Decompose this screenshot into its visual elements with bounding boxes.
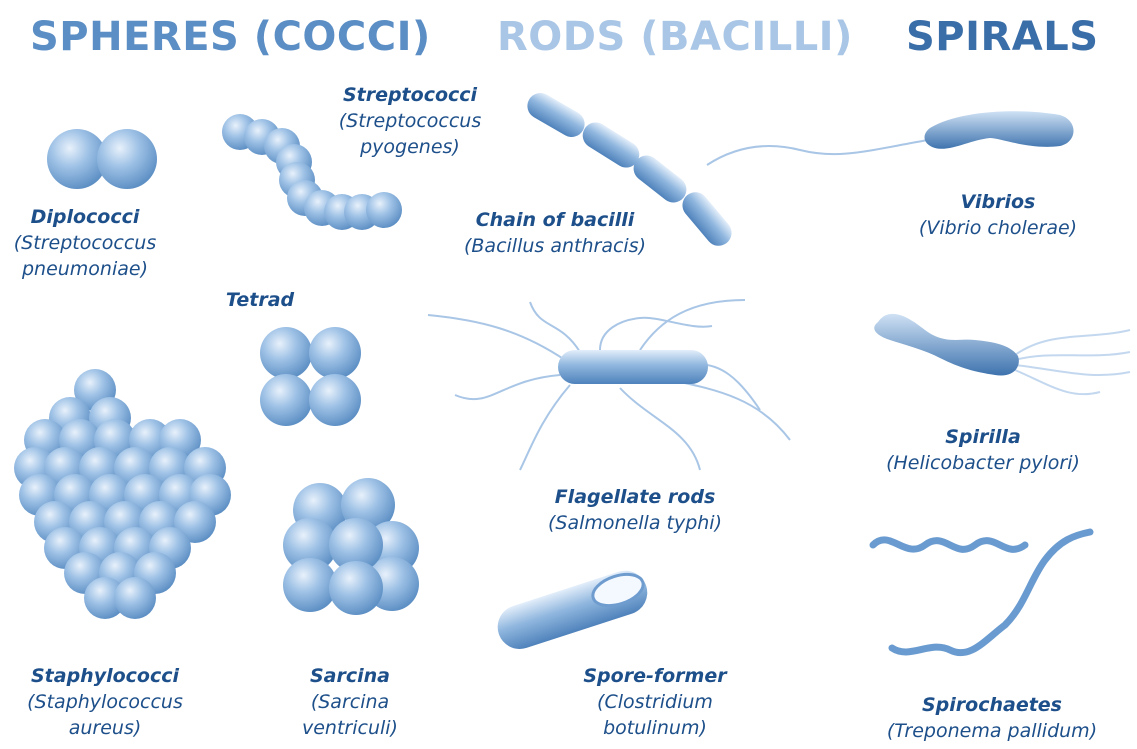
label-chain-of-bacilli-species: (Bacillus anthracis) bbox=[440, 233, 670, 259]
label-tetrad-name: Tetrad bbox=[220, 287, 300, 313]
label-streptococci-species-2: pyogenes) bbox=[330, 134, 490, 160]
label-chain-of-bacilli-name: Chain of bacilli bbox=[440, 207, 670, 233]
label-spore-former: Spore-former (Clostridium botulinum) bbox=[560, 663, 750, 741]
spirochaete-cells bbox=[873, 532, 1090, 653]
header-rods: RODS (BACILLI) bbox=[497, 14, 853, 60]
diplococci-cells bbox=[47, 129, 157, 189]
flagellate-rod bbox=[428, 300, 790, 470]
header-spheres: SPHERES (COCCI) bbox=[30, 14, 431, 60]
header-spirals: SPIRALS bbox=[906, 14, 1099, 60]
label-staphylococci-species: (Staphylococcus bbox=[10, 689, 200, 715]
label-sarcina-species-2: ventriculi) bbox=[280, 715, 420, 741]
vibrio-cell bbox=[707, 111, 1074, 165]
label-sarcina-name: Sarcina bbox=[280, 663, 420, 689]
label-tetrad: Tetrad bbox=[220, 287, 300, 313]
tetrad-cells bbox=[260, 327, 361, 426]
staphylococcus-cell bbox=[114, 577, 156, 619]
label-streptococci: Streptococci (Streptococcus pyogenes) bbox=[330, 82, 490, 160]
label-vibrios-name: Vibrios bbox=[898, 189, 1098, 215]
label-diplococci: Diplococci (Streptococcus pneumoniae) bbox=[5, 204, 165, 282]
label-sarcina: Sarcina (Sarcina ventriculi) bbox=[280, 663, 420, 741]
label-spore-former-species: (Clostridium bbox=[560, 689, 750, 715]
label-spore-former-species-2: botulinum) bbox=[560, 715, 750, 741]
label-spirochaetes-name: Spirochaetes bbox=[872, 692, 1112, 718]
label-sarcina-species: (Sarcina bbox=[280, 689, 420, 715]
label-diplococci-species-2: pneumoniae) bbox=[5, 256, 165, 282]
label-diplococci-species: (Streptococcus bbox=[5, 230, 165, 256]
spore-former-cell bbox=[492, 565, 653, 655]
label-spirilla: Spirilla (Helicobacter pylori) bbox=[868, 424, 1098, 476]
staphylococci-cluster bbox=[14, 369, 231, 619]
spirilla-cell bbox=[874, 314, 1130, 394]
label-flagellate-rods-name: Flagellate rods bbox=[520, 484, 750, 510]
sarcina-cube bbox=[283, 478, 419, 615]
label-streptococci-name: Streptococci bbox=[330, 82, 490, 108]
label-vibrios-species: (Vibrio cholerae) bbox=[898, 215, 1098, 241]
label-spirilla-name: Spirilla bbox=[868, 424, 1098, 450]
label-staphylococci-species-2: aureus) bbox=[10, 715, 200, 741]
label-spirilla-species: (Helicobacter pylori) bbox=[868, 450, 1098, 476]
label-flagellate-rods: Flagellate rods (Salmonella typhi) bbox=[520, 484, 750, 536]
label-spore-former-name: Spore-former bbox=[560, 663, 750, 689]
label-streptococci-species: (Streptococcus bbox=[330, 108, 490, 134]
label-diplococci-name: Diplococci bbox=[5, 204, 165, 230]
label-spirochaetes-species: (Treponema pallidum) bbox=[872, 718, 1112, 744]
label-staphylococci-name: Staphylococci bbox=[10, 663, 200, 689]
label-vibrios: Vibrios (Vibrio cholerae) bbox=[898, 189, 1098, 241]
label-chain-of-bacilli: Chain of bacilli (Bacillus anthracis) bbox=[440, 207, 670, 259]
label-spirochaetes: Spirochaetes (Treponema pallidum) bbox=[872, 692, 1112, 744]
label-flagellate-rods-species: (Salmonella typhi) bbox=[520, 510, 750, 536]
label-staphylococci: Staphylococci (Staphylococcus aureus) bbox=[10, 663, 200, 741]
